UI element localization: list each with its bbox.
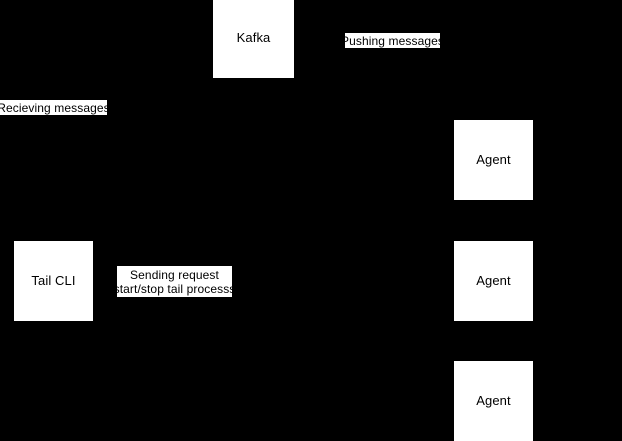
node-tail-cli-label: Tail CLI bbox=[31, 272, 76, 288]
node-agent-3[interactable]: Agent bbox=[454, 361, 533, 441]
node-agent-3-label: Agent bbox=[476, 392, 511, 408]
node-agent-2[interactable]: Agent bbox=[454, 241, 533, 321]
node-agent-1-label: Agent bbox=[476, 151, 511, 167]
edge-label-pushing-messages-text: Pushing messages bbox=[341, 33, 444, 48]
node-agent-2-label: Agent bbox=[476, 272, 511, 288]
edge-label-pushing-messages: Pushing messages bbox=[341, 33, 444, 48]
node-tail-cli[interactable]: Tail CLI bbox=[14, 241, 93, 321]
edge-label-sending-request-line-1: Sending request bbox=[130, 267, 219, 282]
node-agent-1[interactable]: Agent bbox=[454, 120, 533, 200]
node-kafka-label: Kafka bbox=[236, 29, 271, 45]
edge-label-recieving-messages-text: Recieving messages bbox=[0, 100, 110, 115]
edge-label-sending-request-line-2: start/stop tail processs bbox=[113, 281, 236, 296]
edge-label-recieving-messages: Recieving messages bbox=[0, 100, 110, 115]
edge-label-sending-request: Sending request start/stop tail processs bbox=[114, 266, 235, 297]
node-kafka[interactable]: Kafka bbox=[213, 0, 294, 78]
